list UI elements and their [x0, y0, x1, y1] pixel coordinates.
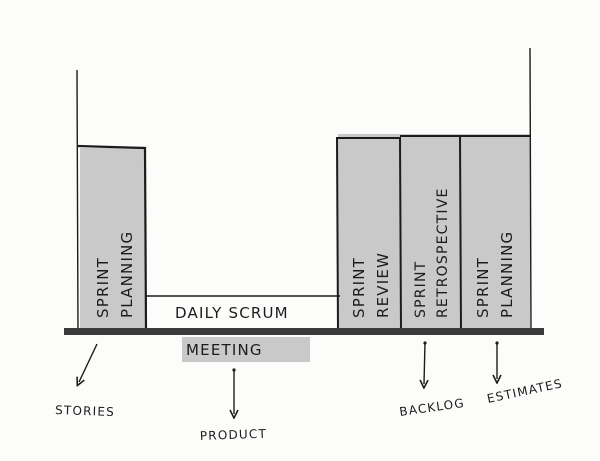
- right-boundary-line: [529, 47, 532, 333]
- meeting-shade: [182, 337, 310, 362]
- sprint-planning-1-label: SPRINT PLANNING: [94, 231, 136, 318]
- sprint-retrospective-line1: SPRINT: [413, 261, 429, 318]
- timeline-baseline: [64, 328, 544, 335]
- product-arrow-dot: [232, 368, 236, 372]
- sprint-planning-1-line1: SPRINT: [94, 257, 112, 318]
- daily-scrum-box: [145, 295, 340, 330]
- sprint-planning-2-label: SPRINT PLANNING: [474, 231, 516, 318]
- sprint-planning-1-line2: PLANNING: [118, 231, 136, 318]
- daily-scrum-label: DAILY SCRUM: [175, 304, 289, 322]
- stories-arrow: [79, 343, 98, 382]
- backlog-arrow: [424, 341, 425, 384]
- sprint-planning-2-line2: PLANNING: [498, 231, 516, 318]
- sprint-planning-1-outline: [77, 144, 148, 331]
- sprint-review-line1: SPRINT: [350, 257, 368, 318]
- sprint-planning-2-line1: SPRINT: [474, 257, 492, 318]
- sprint-retrospective-shade: [400, 134, 460, 330]
- estimates-arrow-dot: [495, 341, 499, 345]
- sprint-planning-2-shade: [460, 134, 530, 330]
- meeting-label: MEETING: [186, 341, 263, 359]
- sprint-review-outline: [335, 137, 402, 333]
- sprint-retrospective-line2: RETROSPECTIVE: [435, 187, 451, 318]
- sprint-planning-1-shade: [80, 148, 146, 330]
- estimates-label: ESTIMATES: [486, 376, 564, 406]
- sprint-review-shade: [338, 134, 400, 330]
- backlog-label: BACKLOG: [398, 396, 465, 419]
- sprint-retrospective-label: SPRINT RETROSPECTIVE: [413, 187, 451, 318]
- left-boundary-line: [76, 69, 79, 333]
- backlog-arrow-dot: [423, 341, 427, 345]
- stories-label: STORIES: [55, 403, 115, 419]
- sprint-review-line2: REVIEW: [374, 252, 392, 318]
- product-label: PRODUCT: [200, 427, 268, 443]
- sprint-review-label: SPRINT REVIEW: [350, 252, 392, 318]
